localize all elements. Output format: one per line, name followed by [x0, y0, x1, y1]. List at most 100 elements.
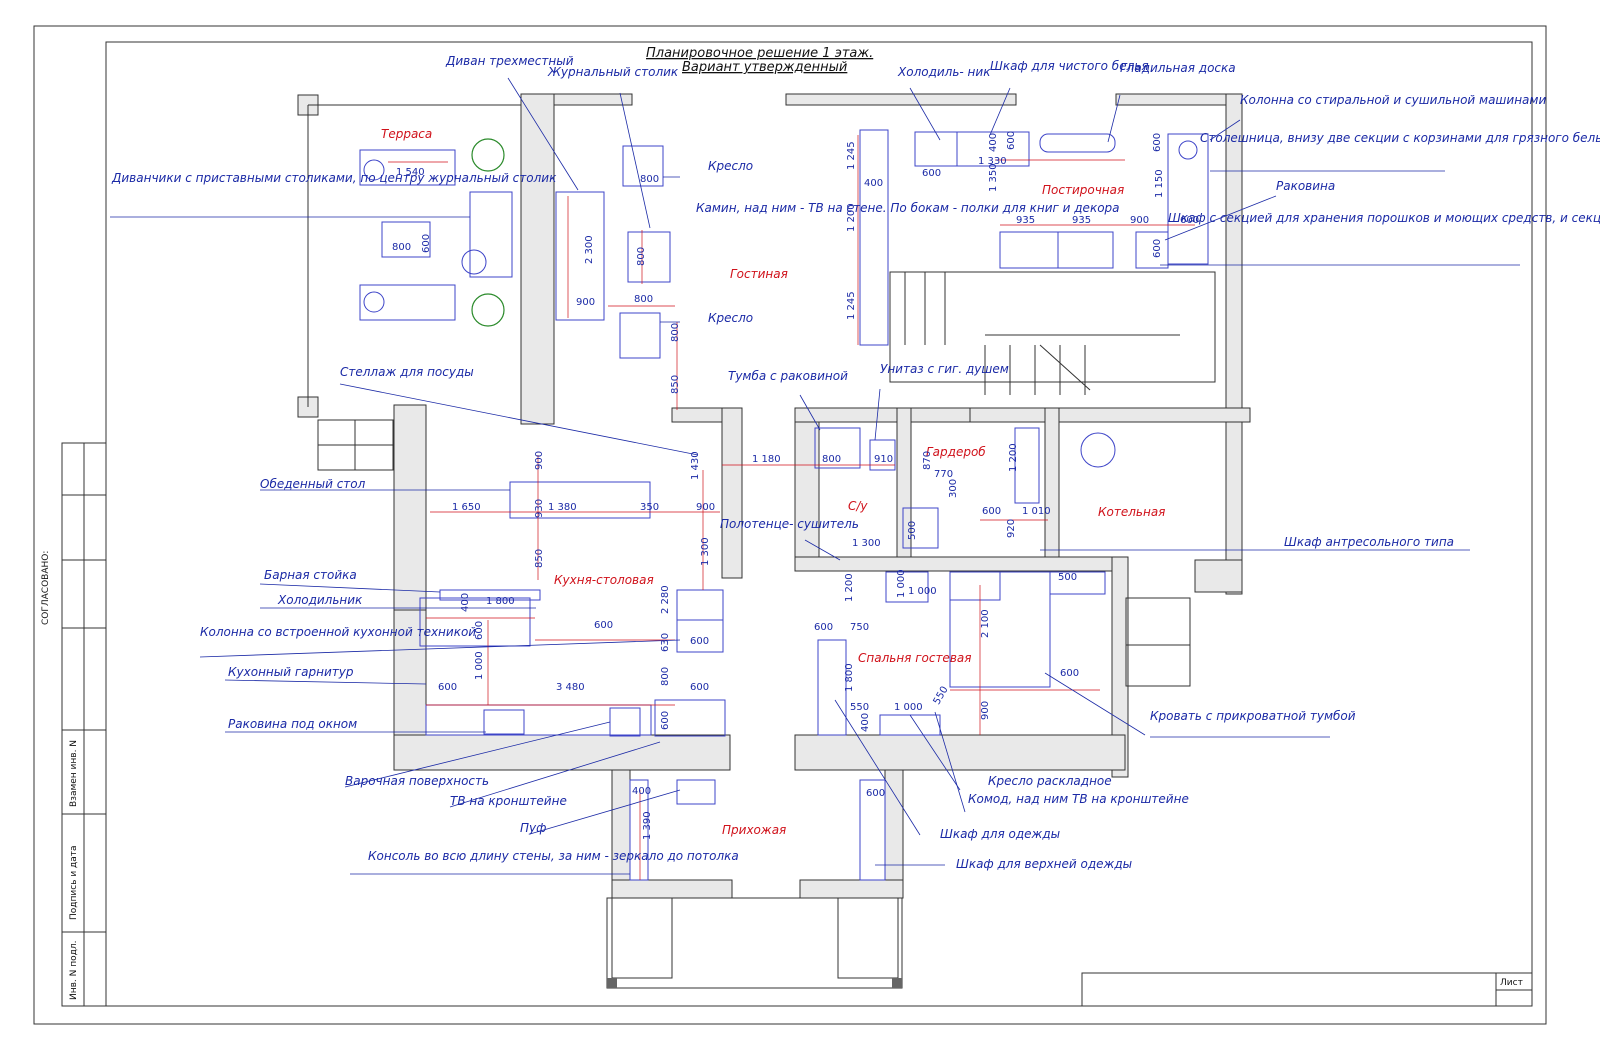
label-fireplace: Камин, над ним - ТВ на стене. По бокам -… — [696, 201, 1120, 215]
vanity — [814, 427, 861, 469]
armchair — [622, 145, 664, 187]
dresser — [879, 714, 941, 736]
toilet — [869, 439, 896, 471]
room-living: Гостиная — [730, 267, 788, 281]
label-outerwear: Шкаф для верхней одежды — [956, 857, 1132, 871]
dim-text: 935 — [1072, 215, 1091, 226]
dim-text: 300 — [948, 479, 959, 498]
dim-text: 2 100 — [980, 609, 991, 638]
dim-text: 800 — [640, 174, 659, 185]
dim-text: 550 — [850, 702, 869, 713]
label-hob: Варочная поверхность — [345, 774, 489, 788]
dim-text: 630 — [660, 633, 671, 652]
label-sink-window: Раковина под окном — [228, 717, 357, 731]
dim-text: 600 — [1152, 133, 1163, 152]
label-kitchen-set: Кухонный гарнитур — [228, 665, 354, 679]
fireplace-shelves — [859, 129, 889, 346]
room-boiler: Котельная — [1098, 505, 1165, 519]
dim-text: 600 — [866, 788, 885, 799]
dim-text: 350 — [640, 502, 659, 513]
dim-text: 1 800 — [486, 596, 515, 607]
dim-text: 1 330 — [978, 156, 1007, 167]
dim-text: 1 245 — [846, 141, 857, 170]
title-block: Лист — [1081, 972, 1533, 1007]
porch — [606, 897, 903, 989]
label-sofa3: Диван трехместный — [445, 54, 574, 68]
stamp-sheet: Лист — [1500, 978, 1523, 988]
dim-text: 600 — [660, 711, 671, 730]
dim-text: 2 280 — [660, 585, 671, 614]
dim-text: 1 800 — [844, 663, 855, 692]
dim-text: 600 — [1060, 668, 1079, 679]
dim-text: 2 300 — [584, 235, 595, 264]
armchair — [619, 312, 661, 359]
dim-text: 850 — [534, 549, 545, 568]
dim-text: 1 300 — [700, 537, 711, 566]
dim-text: 600 — [438, 682, 457, 693]
dim-text: 600 — [690, 682, 709, 693]
label-small-sofas: Диванчики с приставными столиками, по це… — [111, 171, 557, 185]
dim-text: 400 — [988, 133, 999, 152]
label-armchair2: Кресло — [708, 311, 753, 325]
label-folding-chair: Кресло раскладное — [988, 774, 1112, 788]
dim-text: 600 — [1152, 239, 1163, 258]
dim-text: 935 — [1016, 215, 1035, 226]
console — [629, 779, 649, 881]
dim-text: 600 — [982, 506, 1001, 517]
sofa3 — [555, 191, 605, 321]
dim-text: 1 390 — [642, 811, 653, 840]
dimension-lines — [388, 135, 1195, 880]
room-wc: С/у — [848, 499, 868, 513]
dim-text: 1 000 — [474, 651, 485, 680]
label-dish-rack: Стеллаж для посуды — [340, 365, 474, 379]
dim-text: 870 — [922, 451, 933, 470]
label-column-appliances: Колонна со встроенной кухонной техникой — [200, 625, 476, 639]
label-linen-cabinet: Шкаф для чистого белья — [990, 59, 1149, 73]
dim-text: 400 — [460, 593, 471, 612]
dim-text: 400 — [864, 178, 883, 189]
dim-text: 910 — [874, 454, 893, 465]
dim-text: 600 — [421, 234, 432, 253]
dim-text: 1 200 — [844, 573, 855, 602]
dim-text: 1 000 — [908, 586, 937, 597]
boiler — [1080, 432, 1116, 468]
stamp-inv-replace: Взамен инв. N — [69, 740, 79, 807]
dim-text: 1 430 — [690, 451, 701, 480]
dim-text: 930 — [534, 499, 545, 518]
dim-text: 550 — [932, 685, 951, 707]
pouf — [676, 779, 716, 805]
outerwear-cabinet — [859, 779, 886, 881]
dim-text: 1 200 — [846, 203, 857, 232]
room-wardrobe: Гардероб — [926, 445, 986, 459]
leader-lines — [110, 77, 1520, 875]
dim-text: 900 — [534, 451, 545, 470]
dim-text: 1 200 — [1008, 443, 1019, 472]
side-stamp: СОГЛАСОВАНО: Взамен инв. N Подпись и дат… — [41, 442, 107, 1007]
stairs — [889, 271, 1216, 395]
dim-text: 920 — [1006, 519, 1017, 538]
dim-text: 900 — [1130, 215, 1149, 226]
bar-counter — [439, 589, 541, 601]
label-armchair1: Кресло — [708, 159, 753, 173]
dim-text: 600 — [922, 168, 941, 179]
dim-text: 500 — [1058, 572, 1077, 583]
label-mezzanine: Шкаф антресольного типа — [1284, 535, 1454, 549]
dim-text: 1 000 — [894, 702, 923, 713]
label-powder-cabinet: Шкаф с секцией для хранения порошков и м… — [1168, 211, 1600, 225]
walls — [297, 93, 1251, 899]
plan-title-line1: Планировочное решение 1 этаж. — [646, 46, 873, 61]
furniture — [359, 129, 1209, 881]
dim-text: 600 — [814, 622, 833, 633]
clothes-cabinet — [817, 639, 847, 736]
dim-text: 600 — [1180, 215, 1199, 226]
callout-labels: Диван трехместный Журнальный столик Холо… — [111, 54, 1600, 871]
dim-text: 1 650 — [452, 502, 481, 513]
dim-text: 1 150 — [1154, 169, 1165, 198]
dim-text: 800 — [392, 242, 411, 253]
plant-icon — [471, 293, 505, 327]
room-kitchen: Кухня-столовая — [554, 573, 654, 587]
room-terrace: Терраса — [381, 127, 432, 141]
dim-text: 770 — [934, 469, 953, 480]
label-console: Консоль во всю длину стены, за ним - зер… — [368, 849, 739, 863]
